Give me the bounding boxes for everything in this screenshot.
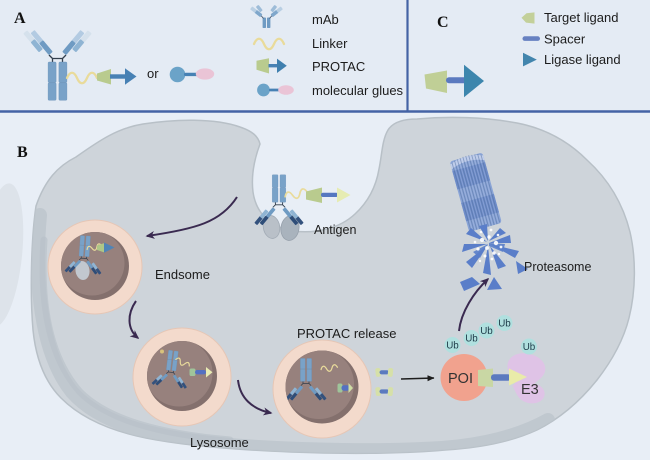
panel-a: A or (0, 0, 650, 112)
lysosome: Lysosome (132, 327, 249, 450)
ligase-ligand-icon (125, 68, 137, 85)
ub-circle (444, 337, 461, 353)
endosome: Endsome (47, 219, 210, 315)
target-ligand-icon (189, 368, 196, 376)
top-band-background (0, 0, 650, 112)
protac-release-label: PROTAC release (297, 326, 396, 341)
lysosome-label: Lysosome (190, 435, 249, 450)
protac-release-vesicle: PROTAC release (272, 326, 396, 439)
ubiquitin: Ub (496, 315, 513, 331)
legend-label-protac: PROTAC (312, 59, 365, 74)
cell-inner-shadow (31, 208, 555, 454)
protac-icon (306, 187, 351, 203)
ligase-ligand-icon (104, 242, 115, 253)
ub-circle (478, 322, 495, 339)
molecular-glue-icon (257, 83, 294, 97)
vesicle-contents (285, 358, 353, 402)
endosome-contents (64, 235, 115, 280)
molecular-glue-icon (169, 66, 215, 83)
antigen-site: Antigen (254, 175, 356, 241)
legend-a: mAb Linker PROTAC molecular glues (250, 5, 404, 98)
spacer-icon (341, 385, 350, 391)
e3-ligase (507, 353, 546, 404)
protac-anatomy-icon (424, 64, 484, 98)
ubiquitin-chain: Ub Ub Ub Ub Ub (444, 315, 537, 355)
legend-label-mab: mAb (312, 12, 339, 27)
spacer-icon (522, 36, 540, 41)
ub-label: Ub (523, 342, 536, 353)
ubiquitin: Ub (478, 322, 495, 339)
legend-label-molecular-glues: molecular glues (312, 83, 404, 98)
ligase-ligand-icon (464, 64, 484, 98)
ub-label: Ub (446, 341, 459, 352)
ub-circle (463, 330, 480, 346)
legend-c: Target ligand Spacer Ligase ligand (521, 10, 621, 67)
legend-label-spacer: Spacer (544, 32, 586, 47)
panel-c: C Target ligand Spacer Ligase ligand (424, 10, 621, 98)
background-cell-fragment (0, 183, 24, 327)
panel-a-letter: A (14, 10, 26, 27)
degraded-protein-burst (460, 224, 528, 291)
protac-bridge (478, 368, 527, 387)
lysosome-contents (151, 349, 213, 391)
proteasome-label: Proteasome (524, 260, 591, 274)
antibody-protac-conjugate-icon (23, 27, 137, 101)
legend-label-linker: Linker (312, 36, 348, 51)
target-ligand-icon (97, 69, 111, 85)
ub-circle (496, 315, 513, 331)
target-ligand-icon (337, 383, 343, 393)
poi-protein (440, 354, 488, 401)
ub-label: Ub (480, 326, 493, 337)
arrow-antigen-to-endosome (145, 196, 238, 239)
target-ligand-icon (424, 70, 447, 93)
internalized-antigen (75, 261, 90, 280)
panel-c-letter: C (437, 14, 449, 31)
endosome-label: Endsome (155, 267, 210, 282)
spacer-icon (195, 370, 206, 375)
spacer-icon (446, 77, 467, 84)
ligase-ligand-icon (523, 52, 537, 67)
ub-circle (521, 338, 537, 355)
target-ligand-icon (97, 243, 105, 253)
ub-label: Ub (498, 319, 511, 330)
poi-e3-complex: POI E3 (440, 353, 546, 404)
proteasome: Proteasome (450, 153, 591, 291)
legend-label-target-ligand: Target ligand (544, 10, 618, 25)
ligase-ligand-icon (206, 367, 213, 378)
arrow-protac-to-poi (400, 375, 435, 382)
ubiquitin: Ub (444, 337, 461, 353)
antigen-label: Antigen (314, 223, 356, 237)
arrow-endosome-to-lysosome (128, 300, 140, 339)
arrow-poi-to-proteasome (458, 277, 490, 332)
lysosome-particle (160, 349, 164, 354)
antibody-icon (250, 5, 283, 28)
e3-label: E3 (521, 382, 539, 398)
ub-label: Ub (465, 334, 478, 345)
proteasome-barrel (450, 153, 502, 232)
ubiquitin: Ub (463, 330, 480, 346)
panel-b-letter: B (17, 144, 28, 161)
released-protac (375, 387, 394, 397)
spacer-icon (110, 74, 126, 79)
legend-label-ligase-ligand: Ligase ligand (544, 52, 621, 67)
arrow-lysosome-to-vesicle (237, 379, 273, 416)
or-text: or (147, 66, 159, 81)
ligase-ligand-icon (348, 383, 353, 393)
target-ligand-icon (521, 12, 535, 24)
poi-label: POI (448, 371, 473, 387)
released-protac (375, 367, 394, 377)
ubiquitin: Ub (521, 338, 537, 355)
protac-icon (256, 58, 287, 74)
panel-b: B Antigen (0, 112, 650, 460)
